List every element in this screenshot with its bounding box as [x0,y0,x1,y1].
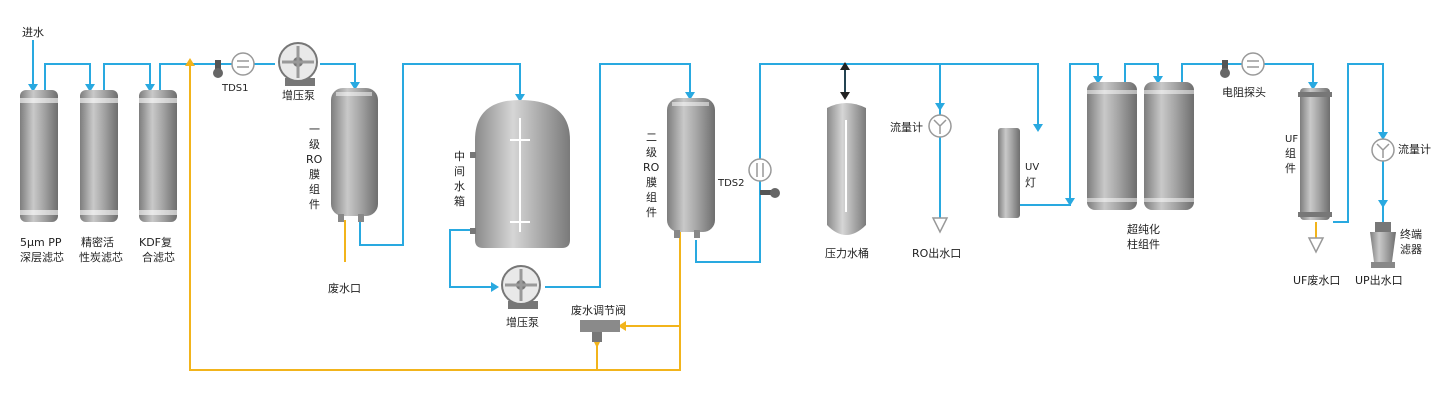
ro1-char-1: 级 [309,138,320,151]
ultrapure-label-2: 柱组件 [1127,237,1160,251]
ro1-char-5: 件 [309,198,320,211]
ro1-char-4: 组 [309,182,320,196]
flowmeter-1-label: 流量计 [890,120,923,134]
flowmeter-1 [928,114,952,138]
pp-filter-label-1: 5μm PP [20,236,62,249]
tds2-label: TDS2 [717,178,745,189]
carbon-filter-label-1: 精密活 [81,235,114,249]
tds1-probe [213,60,223,78]
booster-pump-1 [278,42,318,86]
uv-label-1: UV [1025,162,1039,173]
ro2-char-3: 膜 [646,176,657,189]
flow-sensor-3 [1241,52,1265,76]
ultrapure-label-1: 超纯化 [1127,222,1160,236]
ultrapure-column-1 [1087,82,1137,210]
mid-tank-char-1: 间 [454,165,465,178]
ro-outlet-faucet [931,217,949,234]
pump2-label: 增压泵 [506,315,539,329]
ultrapure-column-2 [1144,82,1194,210]
pressure-tank [827,62,866,235]
pp-filter-label-2: 深层滤芯 [20,250,64,264]
ro1-char-2: RO [306,153,323,166]
final-filter [1370,222,1396,268]
pp-filter [20,90,58,222]
uf-char-2: 件 [1285,162,1296,175]
up-outlet-label: UP出水口 [1355,273,1403,287]
mid-tank-char-3: 箱 [454,194,465,208]
ro2-char-1: 级 [646,146,657,159]
ro2-char-4: 组 [646,190,657,204]
inlet-label: 进水 [22,26,44,39]
resistivity-probe [1220,60,1230,78]
ro2-char-0: 二 [646,131,657,144]
flow-sensor-tds2 [748,158,772,182]
pressure-tank-label: 压力水桶 [825,246,869,260]
kdf-filter [139,90,177,222]
uf-char-0: UF [1285,134,1298,145]
ro-stage2-vessel [667,98,715,238]
carbon-filter-label-2: 性炭滤芯 [79,250,123,264]
ro2-char-5: 件 [646,206,657,219]
uv-label-2: 灯 [1025,176,1036,189]
ro1-char-3: 膜 [309,168,320,181]
uf-waste-outlet-label: UF废水口 [1293,273,1340,287]
labels: 进水 5μm PP 深层滤芯 精密活 性炭滤芯 KDF复 合滤芯 TDS1 增压… [20,26,1431,329]
waste-pipes [189,66,1317,371]
carbon-filter [80,90,118,222]
ro-stage1-vessel [331,88,378,222]
pump1-label: 增压泵 [282,88,315,102]
intermediate-tank [470,100,570,248]
flow-arrows [28,76,1388,292]
final-filter-label-1: 终端 [1400,227,1422,241]
kdf-filter-label-2: 合滤芯 [142,250,175,264]
ro1-char-0: 一 [309,123,320,136]
flow-sensor-1 [231,52,255,76]
ro2-char-2: RO [643,161,660,174]
uf-char-1: 组 [1285,146,1296,160]
flowmeter-2 [1371,138,1395,162]
uf-waste-faucet [1307,237,1325,254]
waste-outlet-1-label: 废水口 [328,281,361,295]
final-filter-label-2: 滤器 [1400,243,1422,256]
resistivity-probe-label: 电阻探头 [1222,86,1266,99]
flowmeter-2-label: 流量计 [1398,142,1431,156]
tds1-label: TDS1 [221,83,249,94]
uv-lamp [998,128,1020,218]
mid-tank-char-2: 水 [454,180,465,193]
waste-regulating-valve [580,320,620,342]
ro-outlet-label: RO出水口 [912,246,961,260]
kdf-filter-label-1: KDF复 [139,235,172,249]
booster-pump-2 [501,265,541,309]
mid-tank-char-0: 中 [454,150,465,163]
uf-module [1298,88,1332,220]
tds2-probe [760,188,780,198]
waste-valve-label: 废水调节阀 [571,303,626,317]
